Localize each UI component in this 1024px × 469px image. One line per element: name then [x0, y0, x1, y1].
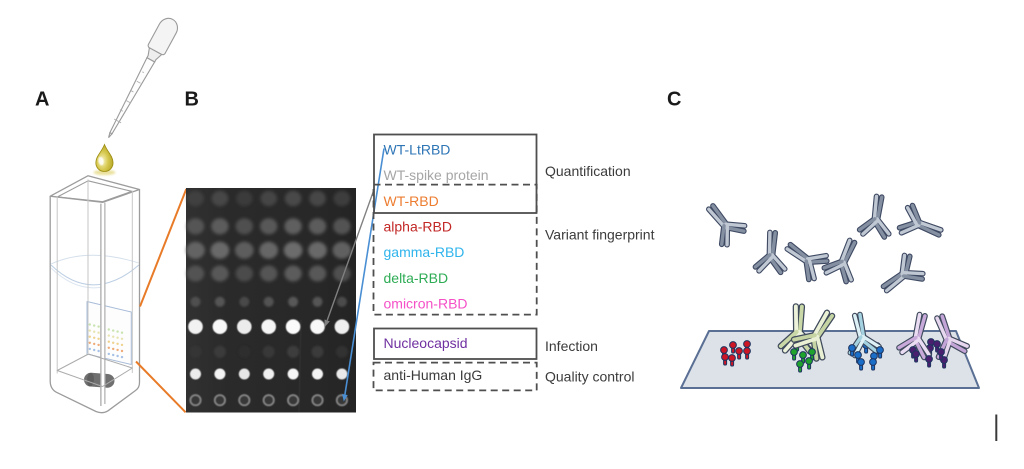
svg-text:Infection: Infection: [545, 338, 598, 354]
svg-text:anti-Human IgG: anti-Human IgG: [384, 367, 483, 383]
svg-text:WT-LtRBD: WT-LtRBD: [384, 141, 451, 157]
svg-text:gamma-RBD: gamma-RBD: [384, 244, 465, 260]
svg-text:WT-spike protein: WT-spike protein: [384, 167, 489, 183]
svg-text:Nucleocapsid: Nucleocapsid: [384, 335, 468, 351]
svg-text:alpha-RBD: alpha-RBD: [384, 219, 452, 235]
svg-text:Quality control: Quality control: [545, 368, 634, 384]
svg-text:omicron-RBD: omicron-RBD: [384, 296, 468, 312]
svg-text:delta-RBD: delta-RBD: [384, 270, 449, 286]
svg-text:A: A: [35, 89, 49, 111]
svg-text:C: C: [667, 89, 681, 111]
svg-text:Variant fingerprint: Variant fingerprint: [545, 227, 655, 243]
svg-text:Quantification: Quantification: [545, 163, 631, 179]
svg-text:WT-RBD: WT-RBD: [384, 193, 439, 209]
svg-text:B: B: [185, 89, 199, 111]
